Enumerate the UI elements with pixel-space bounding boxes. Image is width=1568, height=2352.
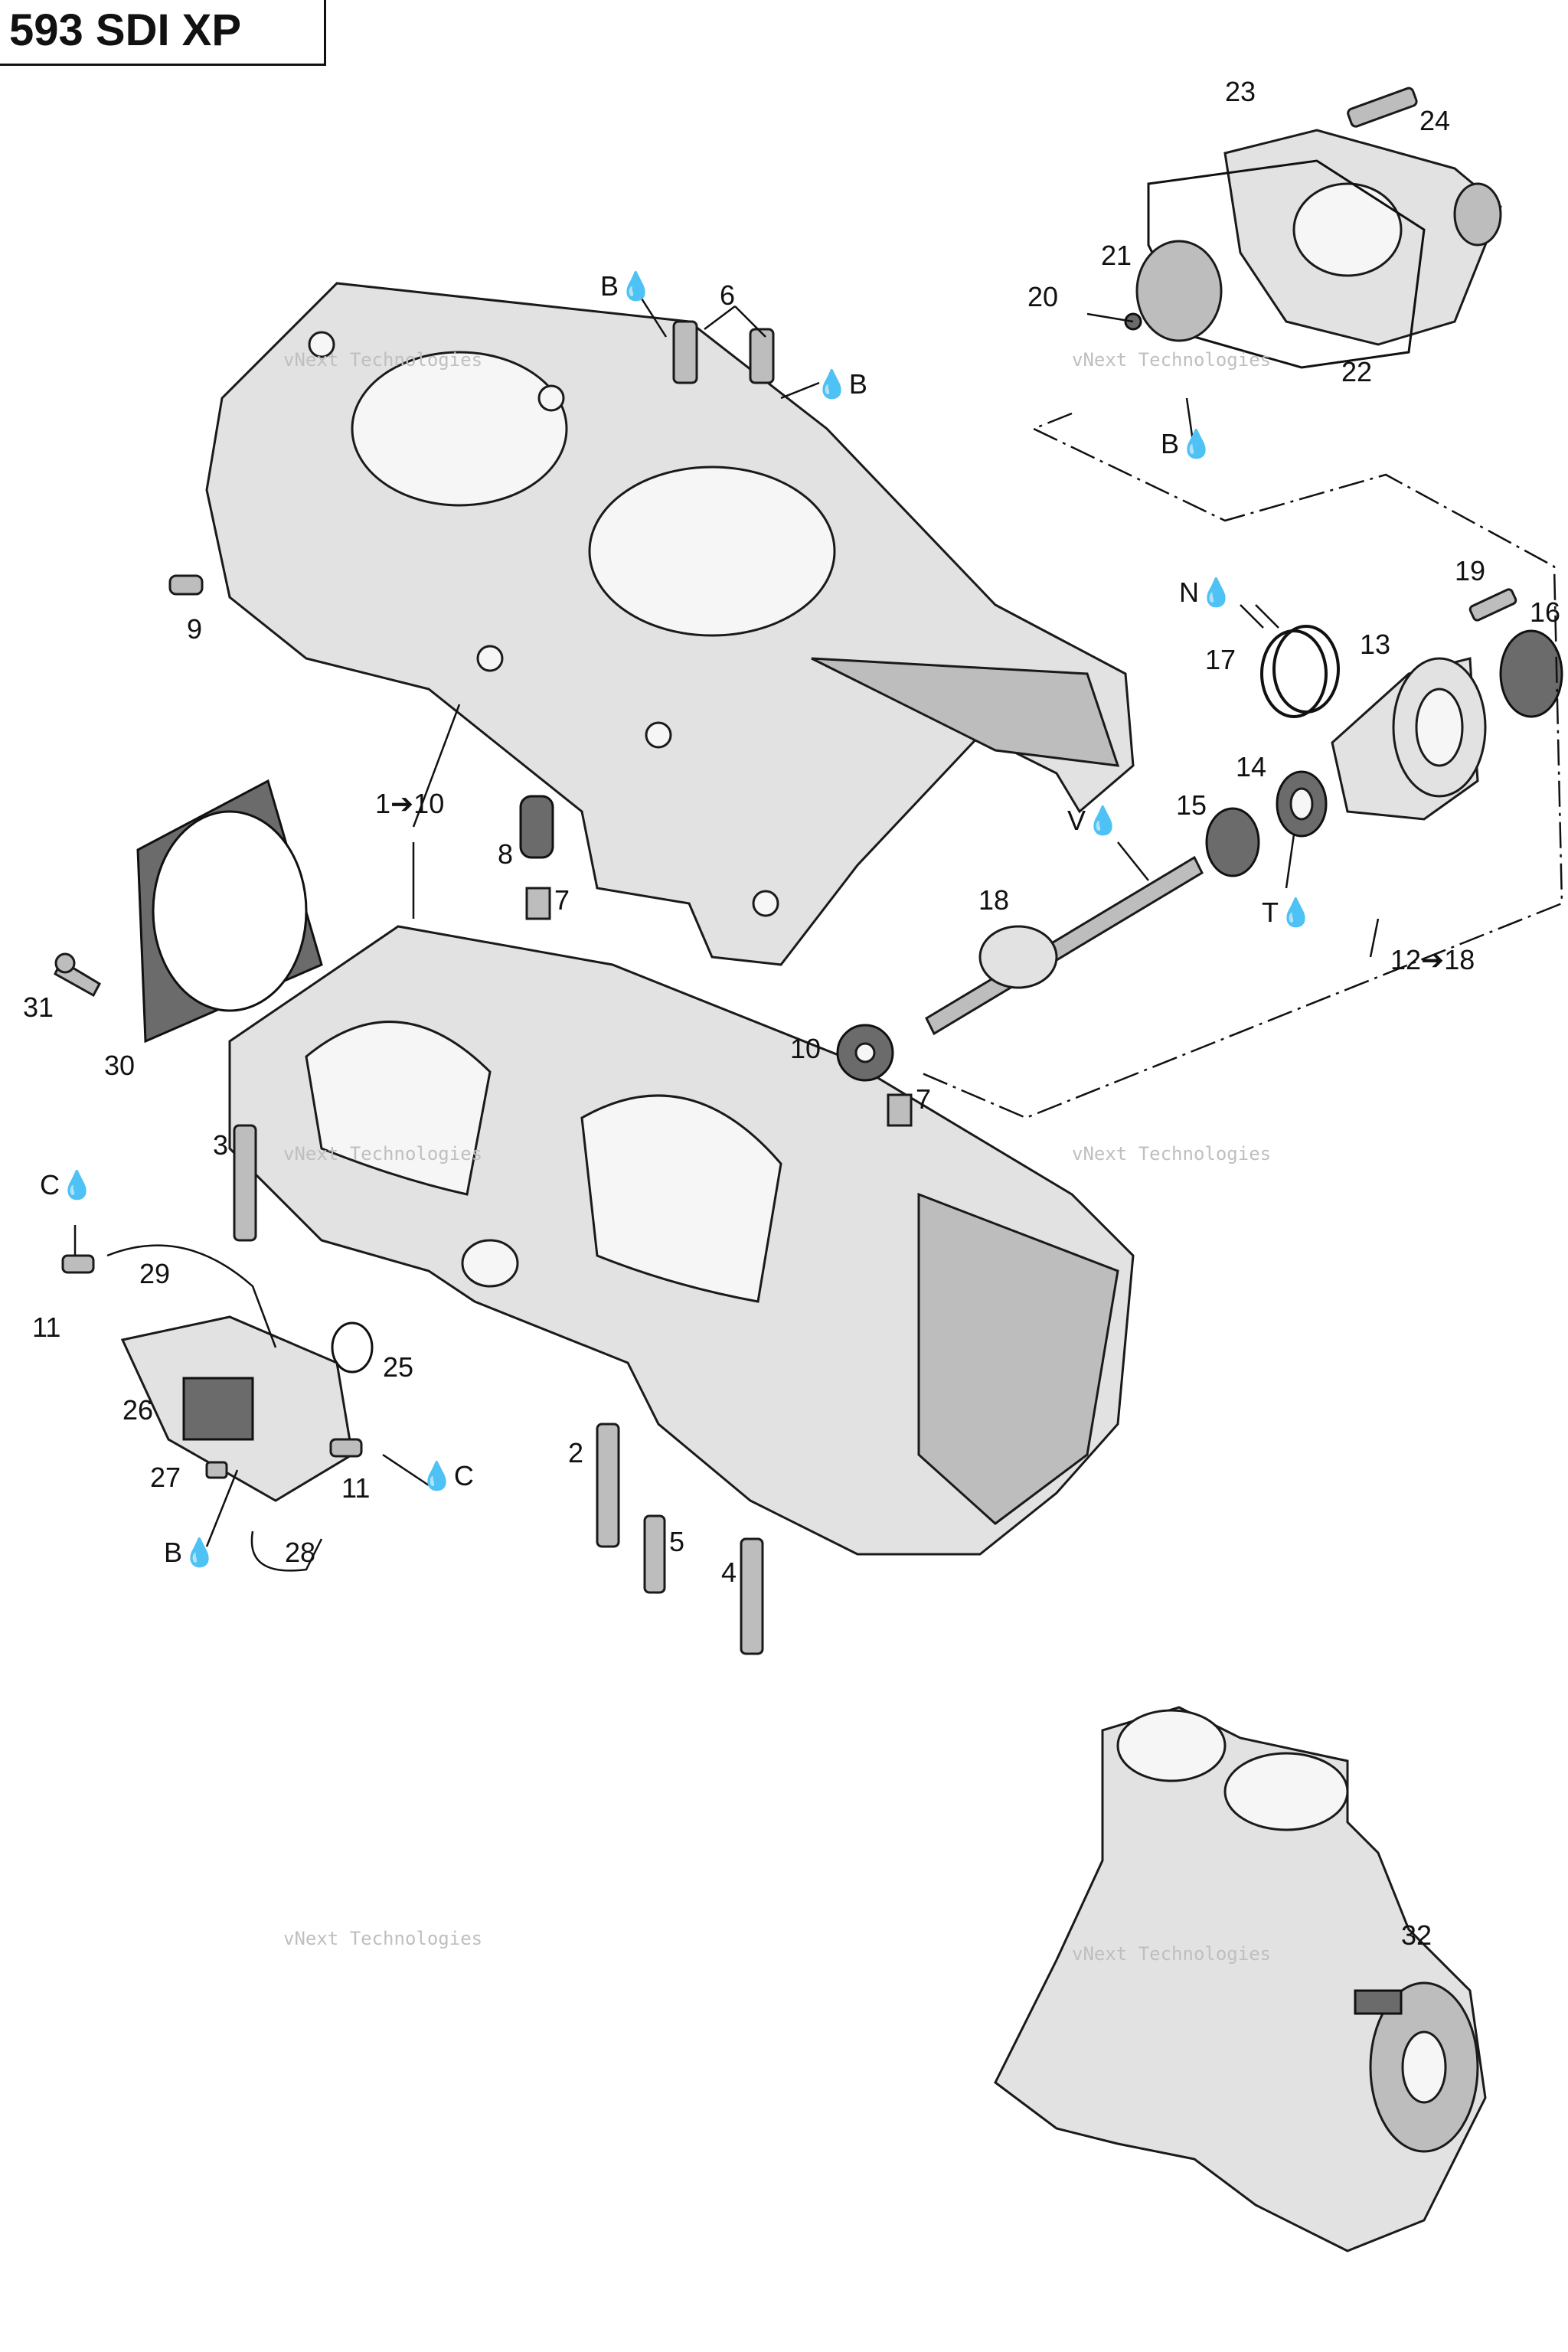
svg-text:vNext Technologies: vNext Technologies <box>283 1928 482 1949</box>
screw-3 <box>233 1124 257 1242</box>
svg-text:24: 24 <box>1419 105 1450 136</box>
screw-2 <box>596 1423 620 1548</box>
svg-text:2: 2 <box>568 1437 583 1468</box>
drive-shaft-18 <box>925 855 1204 1036</box>
screw-24 <box>1347 87 1418 128</box>
bearing-housing-13 <box>1331 657 1487 821</box>
screw-19 <box>1468 588 1517 622</box>
svg-text:16: 16 <box>1530 596 1560 628</box>
svg-text:22: 22 <box>1341 356 1372 387</box>
dowel-7-upper <box>525 887 551 920</box>
svg-text:C💧: C💧 <box>40 1169 94 1200</box>
o-ring-17a <box>1260 629 1328 718</box>
fitting-11-left <box>61 1254 95 1274</box>
screw-31 <box>54 952 101 998</box>
svg-text:19: 19 <box>1455 555 1485 586</box>
svg-text:B💧: B💧 <box>1161 428 1214 459</box>
svg-text:21: 21 <box>1101 240 1132 271</box>
screw-4 <box>740 1537 764 1655</box>
dowel-7-lower <box>887 1093 913 1127</box>
watermarks: vNext Technologies vNext Technologies vN… <box>283 349 1271 1965</box>
svg-text:23: 23 <box>1225 76 1256 107</box>
svg-text:9: 9 <box>187 613 202 645</box>
svg-text:17: 17 <box>1205 644 1236 675</box>
hose-29 <box>106 1244 277 1348</box>
svg-text:5: 5 <box>669 1526 684 1557</box>
svg-text:25: 25 <box>383 1351 413 1383</box>
svg-text:1➔10: 1➔10 <box>375 788 444 819</box>
impeller-21 <box>1135 240 1223 342</box>
svg-text:31: 31 <box>23 991 54 1023</box>
svg-text:8: 8 <box>498 838 513 870</box>
svg-text:26: 26 <box>122 1394 153 1426</box>
svg-text:N💧: N💧 <box>1179 577 1233 608</box>
engine-assembly-32 <box>994 1706 1487 2252</box>
group-frame <box>918 412 1563 1119</box>
upper-crankcase <box>205 282 1135 966</box>
svg-text:13: 13 <box>1360 629 1390 660</box>
svg-text:29: 29 <box>139 1258 170 1289</box>
svg-text:7: 7 <box>916 1083 931 1115</box>
svg-text:10: 10 <box>790 1033 821 1064</box>
svg-text:💧B: 💧B <box>815 368 867 400</box>
svg-text:vNext Technologies: vNext Technologies <box>283 1143 482 1165</box>
svg-text:32: 32 <box>1401 1919 1432 1951</box>
pin-9 <box>168 574 204 596</box>
svg-text:11: 11 <box>32 1312 60 1343</box>
svg-text:B💧: B💧 <box>164 1537 217 1568</box>
svg-text:30: 30 <box>104 1050 135 1081</box>
svg-text:28: 28 <box>285 1537 315 1568</box>
svg-text:27: 27 <box>150 1462 181 1493</box>
svg-text:15: 15 <box>1176 789 1207 821</box>
svg-text:vNext Technologies: vNext Technologies <box>283 349 482 371</box>
screw-27 <box>205 1461 228 1479</box>
leader-lines <box>74 298 1380 1547</box>
bearing-15 <box>1205 807 1260 877</box>
svg-text:vNext Technologies: vNext Technologies <box>1072 1943 1271 1965</box>
o-ring-17b <box>1272 625 1340 714</box>
lower-crankcase <box>228 925 1135 1556</box>
part-labels: 1➔10 2 3 4 5 6 7 7 8 9 10 11 11 12➔18 13… <box>23 76 1560 1951</box>
svg-text:vNext Technologies: vNext Technologies <box>1072 1143 1271 1165</box>
seal-10-center <box>854 1042 876 1063</box>
title-box: 593 SDI XP <box>0 0 326 66</box>
svg-text:12➔18: 12➔18 <box>1390 944 1475 975</box>
svg-text:V💧: V💧 <box>1067 805 1120 836</box>
screw-6a <box>672 320 698 384</box>
svg-text:💧C: 💧C <box>420 1460 474 1491</box>
water-pump-housing-23 <box>1223 129 1502 346</box>
oil-pump-26 <box>120 1315 354 1502</box>
screw-6b <box>749 328 775 384</box>
lubricant-callouts: B💧 💧B B💧 N💧 V💧 T💧 C💧 💧C B💧 <box>40 270 1313 1568</box>
screw-5 <box>643 1514 666 1594</box>
svg-text:18: 18 <box>978 884 1009 916</box>
fitting-11-right <box>329 1438 363 1458</box>
seal-8 <box>519 795 554 859</box>
svg-text:20: 20 <box>1027 281 1058 312</box>
svg-text:B💧: B💧 <box>600 270 653 302</box>
hose-28 <box>250 1530 323 1572</box>
svg-text:3: 3 <box>213 1129 228 1161</box>
o-ring-25 <box>331 1321 374 1374</box>
seal-16 <box>1499 629 1563 718</box>
diagram-title: 593 SDI XP <box>9 5 242 55</box>
svg-text:4: 4 <box>721 1557 737 1588</box>
svg-text:11: 11 <box>341 1472 370 1504</box>
svg-text:T💧: T💧 <box>1262 897 1313 928</box>
bearing-14-bore <box>1289 787 1314 821</box>
svg-text:vNext Technologies: vNext Technologies <box>1072 349 1271 371</box>
svg-text:14: 14 <box>1236 751 1266 782</box>
svg-text:7: 7 <box>554 884 570 916</box>
gasket-30 <box>136 779 323 1044</box>
svg-text:6: 6 <box>720 279 735 311</box>
